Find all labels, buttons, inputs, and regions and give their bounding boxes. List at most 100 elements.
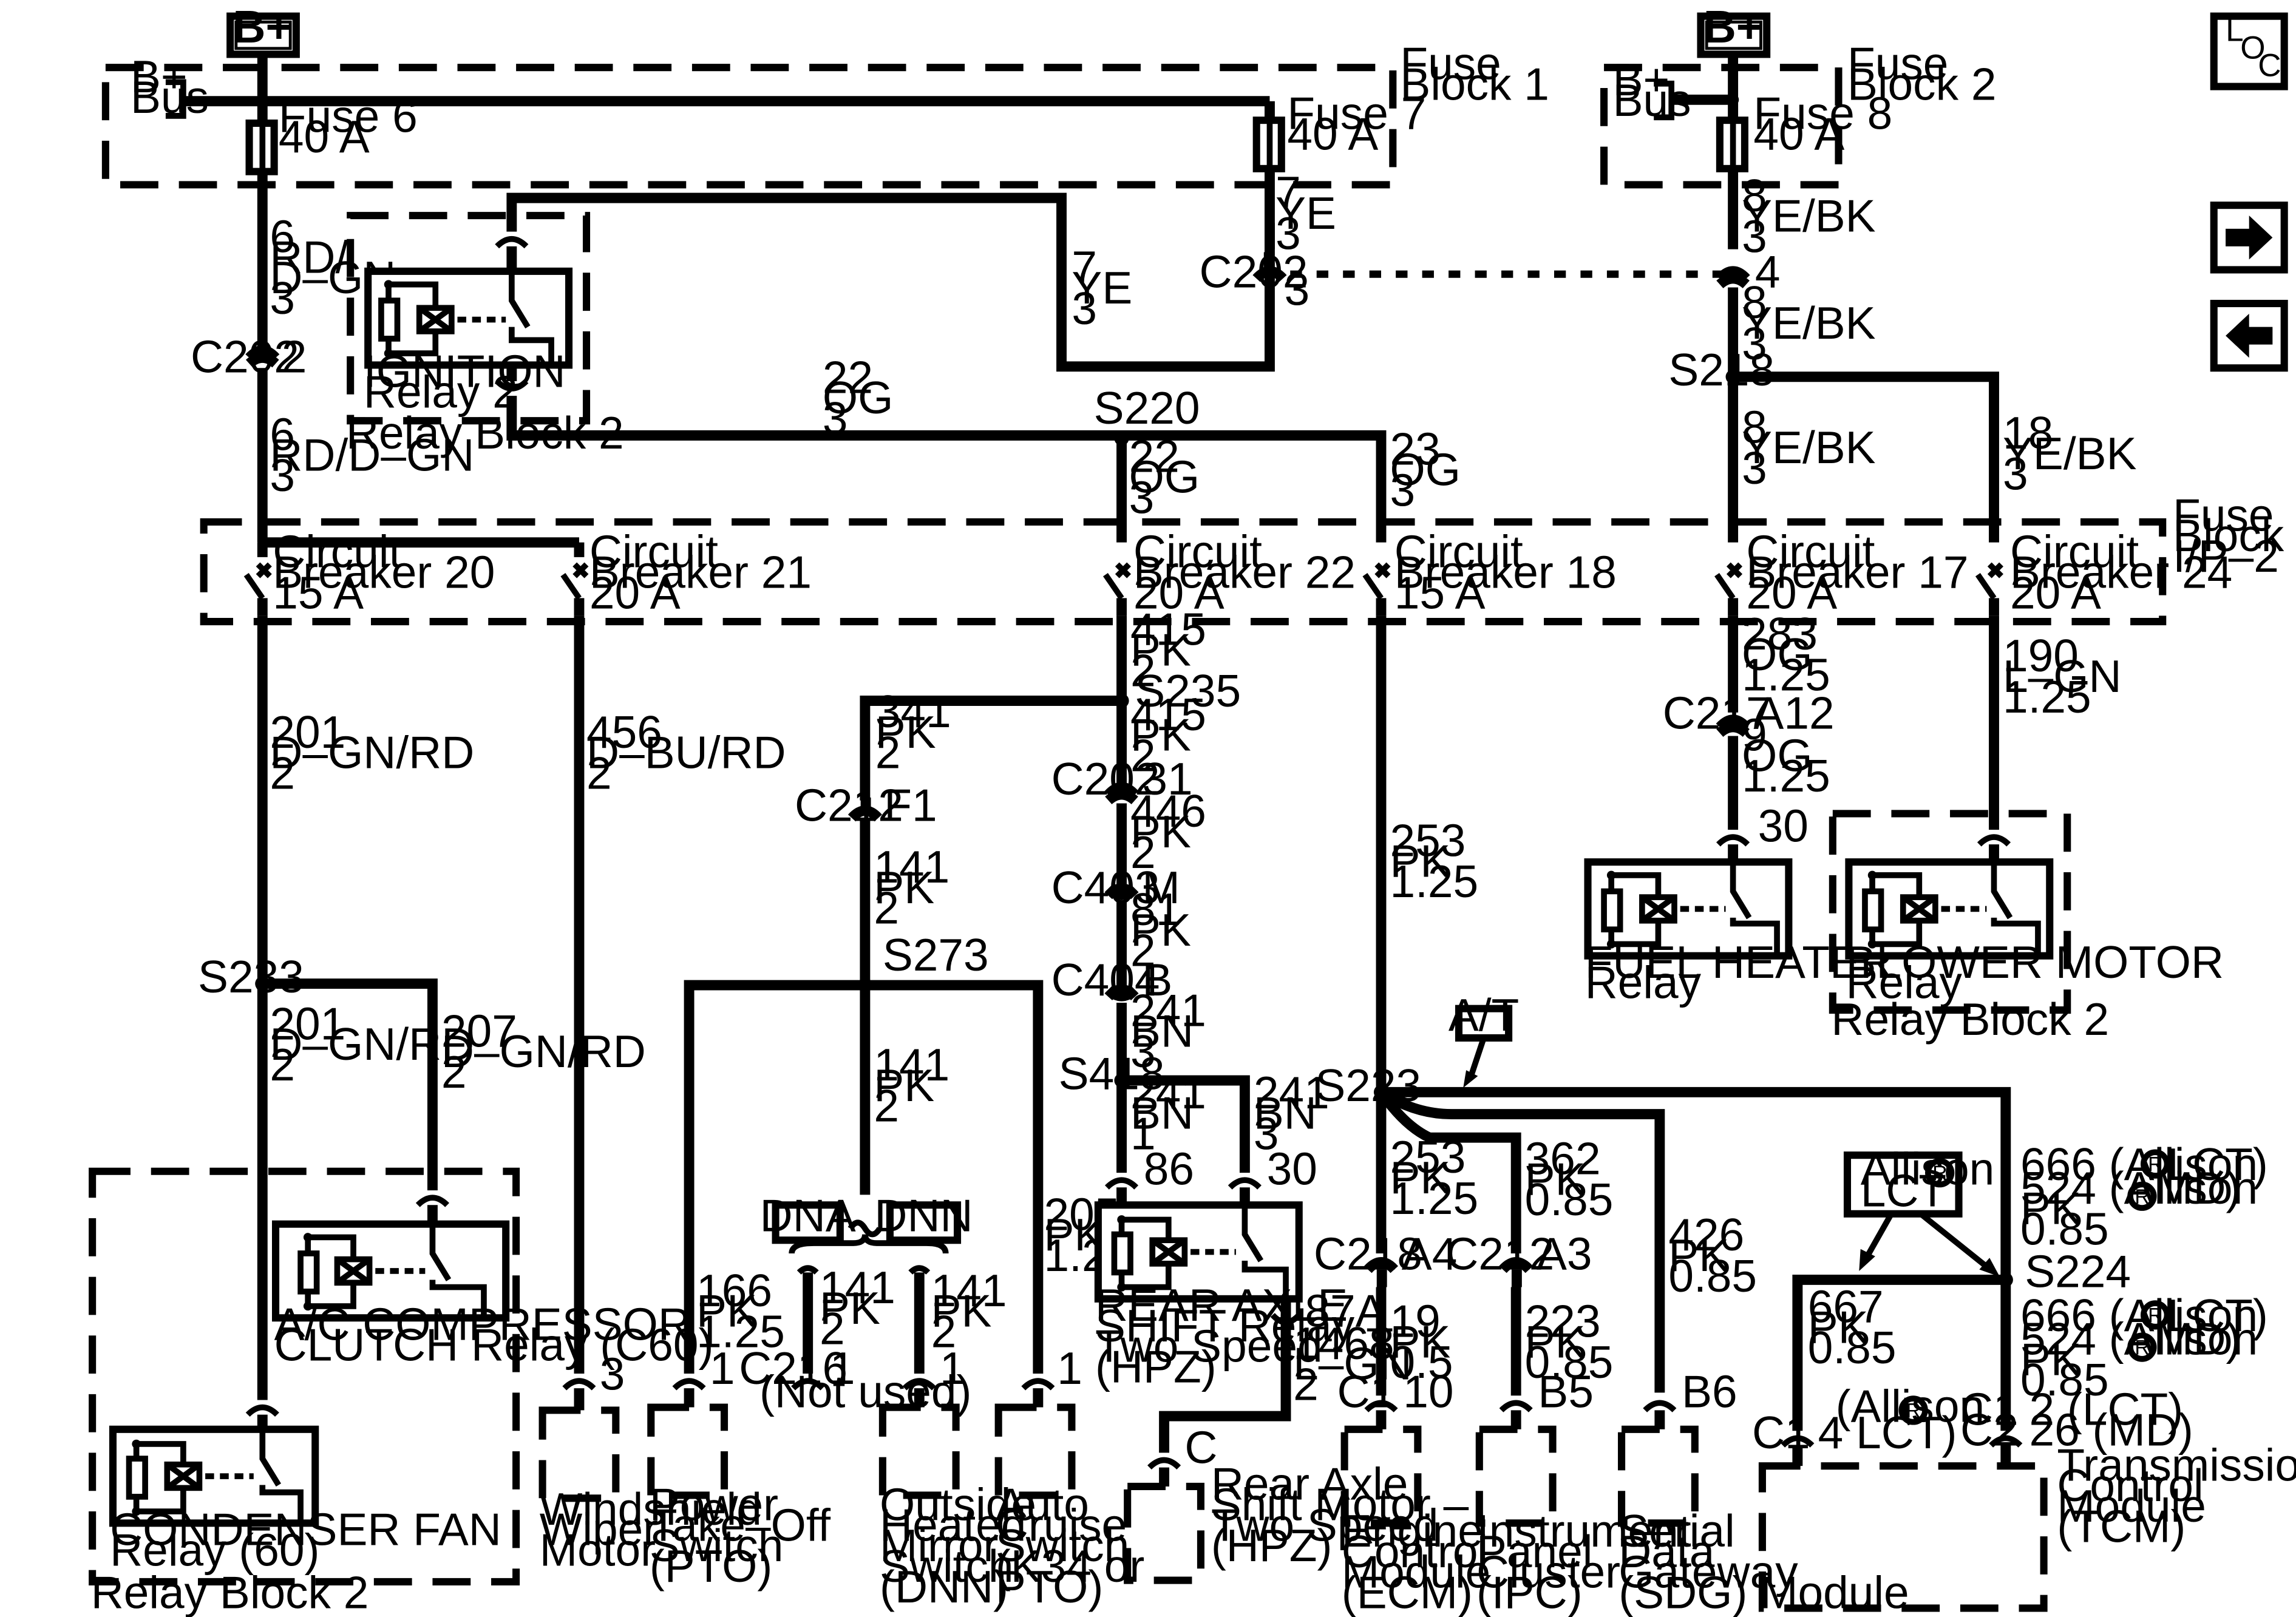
svg-text:Module: Module	[2057, 1480, 2206, 1531]
svg-text:7: 7	[1072, 242, 1097, 293]
option-dnn: DNN	[874, 1190, 973, 1244]
wire-22b-label: 22 OG 3	[1129, 431, 1200, 523]
fuse-6-name: Fuse 6	[279, 90, 418, 141]
circuit-breaker-21: Circuit Breaker 21 20 A	[560, 526, 812, 618]
blower-motor-relay: BLOWER MOTOR Relay Relay Block 2	[1829, 810, 2224, 1045]
svg-text:Switch: Switch	[650, 1520, 783, 1571]
svg-text:3: 3	[1130, 1026, 1156, 1077]
wire-415a-label: 415 PK 2	[1130, 604, 1206, 696]
svg-text:190: 190	[2003, 630, 2079, 681]
svg-text:LCT): LCT)	[2167, 1290, 2267, 1341]
fuse-block-ip2: Fuse Block – I/P–2	[200, 489, 2296, 626]
svg-text:C202: C202	[1200, 246, 1308, 297]
svg-text:Rear Axle: Rear Axle	[1211, 1459, 1408, 1510]
svg-text:YE/BK: YE/BK	[1742, 297, 1876, 348]
svg-text:PK: PK	[1390, 1316, 1450, 1367]
svg-text:D–BU/RD: D–BU/RD	[586, 727, 786, 778]
svg-text:CLUTCH Relay (C60): CLUTCH Relay (C60)	[274, 1319, 714, 1370]
svg-text:1.25: 1.25	[1742, 750, 1830, 801]
svg-text:Circuit: Circuit	[1746, 526, 1875, 577]
connector-c202-4: 4	[1716, 246, 1780, 297]
svg-text:283: 283	[1742, 608, 1818, 659]
svg-text:F1: F1	[884, 780, 937, 831]
svg-text:1.25: 1.25	[696, 1306, 785, 1357]
wire-201a-label: 201 D–GN/RD 2	[270, 707, 474, 799]
fuse-block-1: Fuse Block 1 B+ B+ Bus Fuse 6 40 A Fuse …	[101, 1, 1549, 189]
svg-text:Circuit: Circuit	[2010, 526, 2139, 577]
svg-text:18: 18	[2003, 407, 2053, 458]
svg-text:L–GN: L–GN	[2003, 651, 2122, 702]
svg-text:7: 7	[1275, 167, 1301, 218]
svg-text:C212: C212	[795, 780, 903, 831]
svg-text:A/C COMPRESSOR: A/C COMPRESSOR	[274, 1298, 691, 1349]
wire-201b-label: 201 D–GN/RD 2	[270, 998, 474, 1090]
prev-page-button[interactable]	[2210, 299, 2288, 372]
svg-text:666 (Allison: 666 (Allison	[2020, 1290, 2258, 1341]
svg-text:Relay: Relay	[1846, 957, 1963, 1008]
svg-text:2: 2	[270, 747, 295, 798]
svg-text:2: 2	[1130, 925, 1156, 976]
svg-text:(Not used): (Not used)	[759, 1366, 971, 1417]
wire-141d-label: 141 PK 2	[931, 1265, 1007, 1357]
svg-text:PK: PK	[1044, 1209, 1105, 1260]
arrow-right-icon	[2226, 215, 2273, 260]
option-dna: DNA	[760, 1190, 856, 1244]
svg-text:B: B	[1142, 954, 1172, 1005]
svg-text:Block –: Block –	[2173, 510, 2296, 561]
svg-text:Circuit: Circuit	[1394, 526, 1523, 577]
svg-text:RD/: RD/	[270, 231, 348, 282]
svg-text:341: 341	[875, 686, 951, 737]
svg-text:B6: B6	[1682, 1366, 1737, 1417]
svg-text:Breaker 17: Breaker 17	[1746, 547, 1968, 598]
svg-text:15 A: 15 A	[1394, 567, 1486, 618]
svg-text:YE: YE	[1275, 188, 1336, 239]
svg-text:(IPC): (IPC)	[1476, 1567, 1583, 1617]
svg-text:3: 3	[600, 1349, 625, 1400]
svg-text:SHIFT Relay –: SHIFT Relay –	[1095, 1300, 1393, 1351]
splice-s235: S235	[1135, 665, 1241, 716]
svg-text:Shift Motor –: Shift Motor –	[1211, 1479, 1469, 1530]
svg-text:RD/D–GN: RD/D–GN	[270, 429, 474, 480]
wire-141a-label: 141 PK 2	[874, 841, 949, 934]
svg-text:Cruise: Cruise	[996, 1499, 1127, 1550]
svg-text:C212: C212	[1445, 1229, 1554, 1280]
rear-axle-shift-motor: C Rear Axle Shift Motor – Two Speed (HPZ…	[1124, 1422, 1469, 1584]
svg-text:PK: PK	[696, 1286, 757, 1337]
svg-text:Engine: Engine	[1342, 1505, 1483, 1556]
svg-text:8: 8	[1742, 277, 1767, 328]
svg-text:1.25: 1.25	[1390, 1173, 1478, 1224]
svg-text:2: 2	[874, 1080, 899, 1131]
loc-box[interactable]: L O C	[2210, 12, 2288, 90]
svg-text:0.85: 0.85	[1525, 1174, 1614, 1225]
svg-text:OG: OG	[1129, 452, 1200, 503]
svg-text:Breaker 24: Breaker 24	[2010, 547, 2232, 598]
wire-253a-label: 253 PK 1.25	[1390, 815, 1478, 907]
engine-control-module: C1 10 Engine Control Module (ECM)	[1337, 1366, 1491, 1617]
svg-text:253: 253	[1390, 1131, 1466, 1182]
svg-text:2: 2	[1130, 827, 1156, 878]
svg-text:3: 3	[2003, 449, 2028, 500]
svg-text:C404: C404	[1051, 954, 1160, 1005]
loc-o: O	[2240, 30, 2265, 66]
connector-c202-31: C202 31	[1051, 753, 1193, 805]
svg-text:PK: PK	[1130, 806, 1191, 857]
relay-block-2-left	[89, 1167, 520, 1585]
svg-text:REAR AXLE: REAR AXLE	[1095, 1280, 1348, 1331]
auto-cruise-switch: 1 Auto Cruise Switch (K34 or PTO)	[994, 1343, 1144, 1612]
svg-text:PK: PK	[874, 1060, 934, 1111]
fuse-6-rating: 40 A	[279, 111, 370, 162]
svg-text:22: 22	[1129, 431, 1180, 482]
svg-text:362: 362	[1525, 1133, 1601, 1184]
svg-text:PK: PK	[2020, 1183, 2081, 1234]
fuse-block-2: Fuse Block 2 B+ B+ Bus Fuse 8 40 A	[1600, 1, 1996, 189]
wire-9-label: 9 OG 1.25	[1742, 710, 1830, 802]
svg-text:8: 8	[1742, 170, 1767, 221]
svg-text:20 A: 20 A	[1133, 567, 1224, 618]
bus-label-3: B+	[1613, 54, 1670, 105]
svg-text:1.25: 1.25	[1742, 649, 1830, 700]
svg-text:0.85: 0.85	[1808, 1322, 1897, 1373]
next-page-button[interactable]	[2210, 202, 2288, 274]
svg-text:31: 31	[1142, 753, 1192, 804]
bplus-label-2: B+	[1703, 1, 1763, 52]
svg-text:YE/BK: YE/BK	[1742, 422, 1876, 473]
